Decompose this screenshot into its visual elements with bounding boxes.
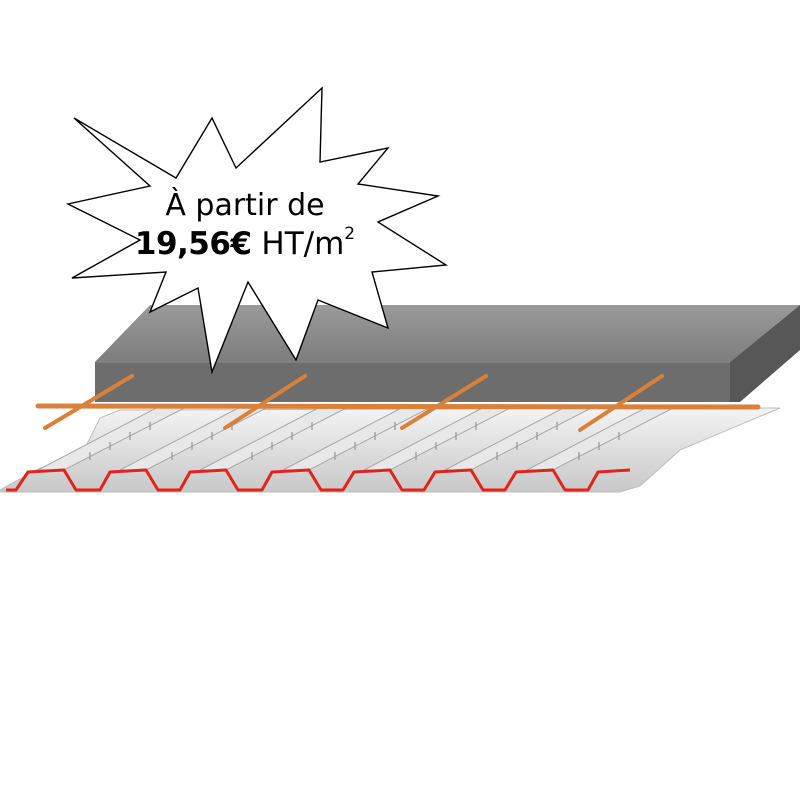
starburst-badge [65, 86, 449, 375]
price-prefix: À partir de [165, 188, 325, 223]
slab-front-face [95, 362, 730, 402]
rebar-transverse [223, 374, 307, 430]
rebar-grid [35, 374, 761, 432]
price-unit: HT/m2 [261, 223, 356, 262]
price-unit-base: HT/m [261, 226, 345, 262]
rebar-longitudinal [35, 403, 761, 410]
steel-deck [0, 404, 781, 493]
concrete-slab [95, 305, 800, 402]
price-line: 19,56€ HT/m2 [120, 223, 370, 262]
deck-profile-edge [6, 468, 631, 492]
price-amount: 19,56€ [134, 226, 252, 262]
slab-side-face [730, 305, 800, 402]
price-unit-exponent: 2 [344, 223, 356, 244]
rebar-transverse [578, 374, 664, 432]
rebar-transverse [43, 374, 134, 430]
rebar-transverse [400, 374, 488, 430]
slab-top-face [95, 305, 800, 362]
